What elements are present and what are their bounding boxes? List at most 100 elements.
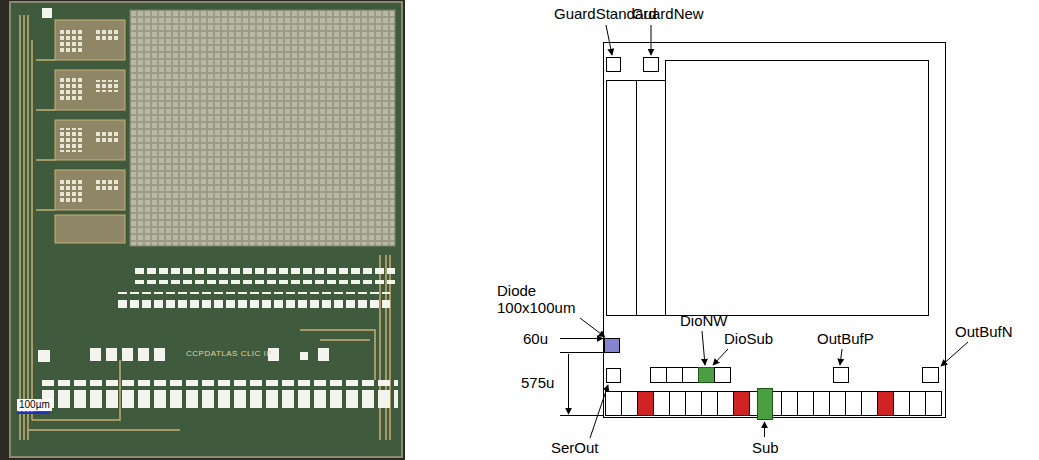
leader-arrows (590, 385, 608, 438)
leader-arrows (560, 415, 603, 416)
dimension: 60u (523, 330, 548, 347)
pad-name: DioSub (724, 330, 773, 347)
pad-name: SerOut (551, 439, 599, 456)
chip-photo (318, 348, 329, 361)
bottom-pad-row (734, 392, 750, 416)
chip-photo (138, 348, 149, 361)
bottom-pad-row (606, 392, 622, 416)
chip-photo (60, 28, 119, 202)
chip-photo (135, 268, 395, 284)
chip-photo (300, 330, 375, 380)
leader-arrows (580, 318, 605, 337)
leader-arrows (764, 422, 765, 437)
pad-layout (604, 43, 946, 420)
bottom-pad-row (878, 392, 894, 416)
chip-photo (60, 128, 84, 152)
chip-photo (55, 120, 125, 160)
chip-photo (38, 348, 329, 362)
bottom-pad-row (910, 392, 926, 416)
leader-arrows (560, 25, 968, 438)
bottom-pad-row (718, 392, 734, 416)
pad-layout (923, 368, 939, 383)
pad-layout (666, 61, 929, 316)
chip-photo (55, 20, 125, 243)
chip-photo (60, 178, 84, 202)
pad-name: Sub (752, 439, 779, 456)
leader-arrows (941, 342, 968, 366)
dimension: 575u (521, 374, 554, 391)
leader-arrows (568, 354, 569, 414)
bottom-pad-row (622, 392, 638, 416)
chip-photo (42, 8, 52, 18)
bottom-pad-row (782, 392, 798, 416)
chip-photo (60, 78, 84, 102)
pad-name: OutBufN (955, 323, 1013, 340)
chip-photo (95, 30, 119, 42)
leader-arrows (606, 25, 612, 55)
pad-layout (607, 81, 637, 316)
pad-name: DioNW (680, 312, 728, 329)
pad-name: GuardNew (632, 5, 704, 22)
chip-photo (95, 180, 119, 192)
chip-photo (90, 348, 101, 361)
chip-photo (55, 215, 125, 243)
leader-arrows (840, 349, 842, 365)
bottom-pad-row (606, 389, 942, 420)
bottom-pad-row (654, 392, 670, 416)
leader-arrows (560, 338, 603, 339)
pad-layout (605, 339, 620, 353)
bottom-pad-row (894, 392, 910, 416)
chip-photo (118, 292, 390, 308)
chip-photo (154, 348, 165, 361)
part-label: Diode 100x100um (497, 282, 581, 316)
pad-layout (667, 368, 683, 383)
chip-photo (20, 15, 390, 440)
chip-photo (55, 70, 125, 110)
bottom-pad-row (814, 392, 830, 416)
chip-photo (42, 380, 398, 408)
bottom-pad-row (702, 392, 718, 416)
bottom-pad-row (758, 389, 773, 420)
pad-layout (683, 368, 699, 383)
chip-photo (0, 0, 405, 460)
chip-photo (20, 15, 32, 440)
bottom-pad-row (862, 392, 878, 416)
chip-photo (36, 60, 55, 210)
chip-photo (38, 350, 50, 362)
chip-photo (55, 170, 125, 210)
pad-layout (715, 368, 731, 383)
pad-layout (651, 368, 667, 383)
pad-layout (637, 81, 666, 316)
leader-arrows (702, 331, 705, 365)
chip-photo (95, 130, 119, 142)
chip-marking: CCPDATLAS CLIC IP (186, 349, 272, 358)
bottom-pad-row (830, 392, 846, 416)
chip-photo (106, 348, 117, 361)
pad-name: OutBufP (817, 330, 874, 347)
chip-photo (10, 2, 402, 457)
chip-photo (130, 10, 395, 246)
chip-photo (60, 28, 84, 52)
pad-layout (607, 58, 621, 72)
pad-layout (699, 368, 715, 383)
chip-photo (55, 20, 125, 60)
chip-photo (300, 352, 308, 360)
bottom-pad-row (926, 392, 942, 416)
chip-photo (122, 348, 133, 361)
bottom-pad-row (846, 392, 862, 416)
bottom-pad-row (798, 392, 814, 416)
leader-arrows (560, 352, 603, 353)
pad-layout (604, 43, 946, 418)
pad-layout (607, 369, 621, 383)
bottom-pad-row (686, 392, 702, 416)
scale-bar: 100µm (17, 399, 52, 411)
leader-arrows (651, 25, 652, 55)
bottom-pad-row (638, 392, 654, 416)
pad-layout (644, 58, 659, 72)
chip-photo (17, 412, 49, 414)
leader-arrows (713, 349, 728, 365)
chip-photo (0, 0, 405, 460)
pad-layout (834, 368, 849, 383)
